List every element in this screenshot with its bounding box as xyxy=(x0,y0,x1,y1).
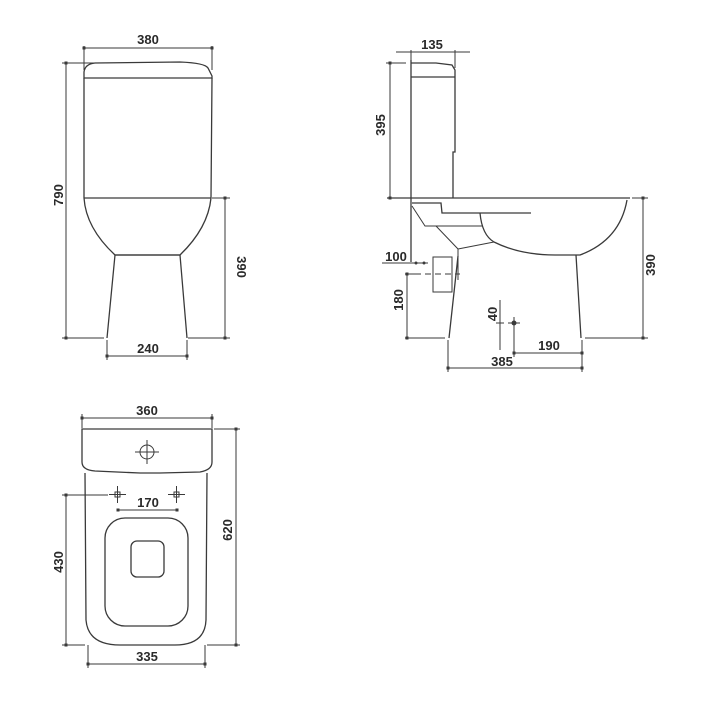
fixing-point-left-icon xyxy=(109,486,126,503)
top-cistern xyxy=(81,428,213,474)
side-view: 135 395 100 180 390 40 190 385 xyxy=(373,37,658,372)
dim-front-seat-height: 390 xyxy=(234,256,249,278)
lid-outline xyxy=(130,540,165,578)
dim-side-seat-height: 390 xyxy=(643,254,658,276)
side-cistern xyxy=(411,62,456,198)
dim-side-cistern-height: 395 xyxy=(373,114,388,136)
cistern-body xyxy=(83,77,213,199)
dim-front-base-width: 240 xyxy=(137,341,159,356)
pedestal xyxy=(106,254,188,339)
dim-top-bowl-to-fixing: 430 xyxy=(51,551,66,573)
dim-top-fixing-spacing: 170 xyxy=(137,495,159,510)
front-view: 380 790 390 240 xyxy=(51,32,249,360)
cistern-lid xyxy=(83,61,213,79)
dim-top-total-depth: 620 xyxy=(220,519,235,541)
bowl xyxy=(83,197,212,256)
seat-outline xyxy=(104,517,189,627)
dim-front-width: 380 xyxy=(137,32,159,47)
dim-side-cistern-depth: 135 xyxy=(421,37,443,52)
dim-side-base-depth: 385 xyxy=(491,354,513,369)
dim-side-outlet-offset: 100 xyxy=(385,249,407,264)
top-view: 360 170 430 620 335 xyxy=(51,403,240,668)
dim-top-cistern-width: 360 xyxy=(136,403,158,418)
fixing-point-right-icon xyxy=(168,486,185,503)
dim-top-bowl-width: 335 xyxy=(136,649,158,664)
side-bowl-curve xyxy=(479,199,628,256)
dim-side-fixing-to-front: 190 xyxy=(538,338,560,353)
dim-side-fixing-vertical: 40 xyxy=(485,307,500,321)
dim-side-outlet-height: 180 xyxy=(391,289,406,311)
dim-front-height: 790 xyxy=(51,184,66,206)
top-bowl-outline xyxy=(84,472,208,646)
